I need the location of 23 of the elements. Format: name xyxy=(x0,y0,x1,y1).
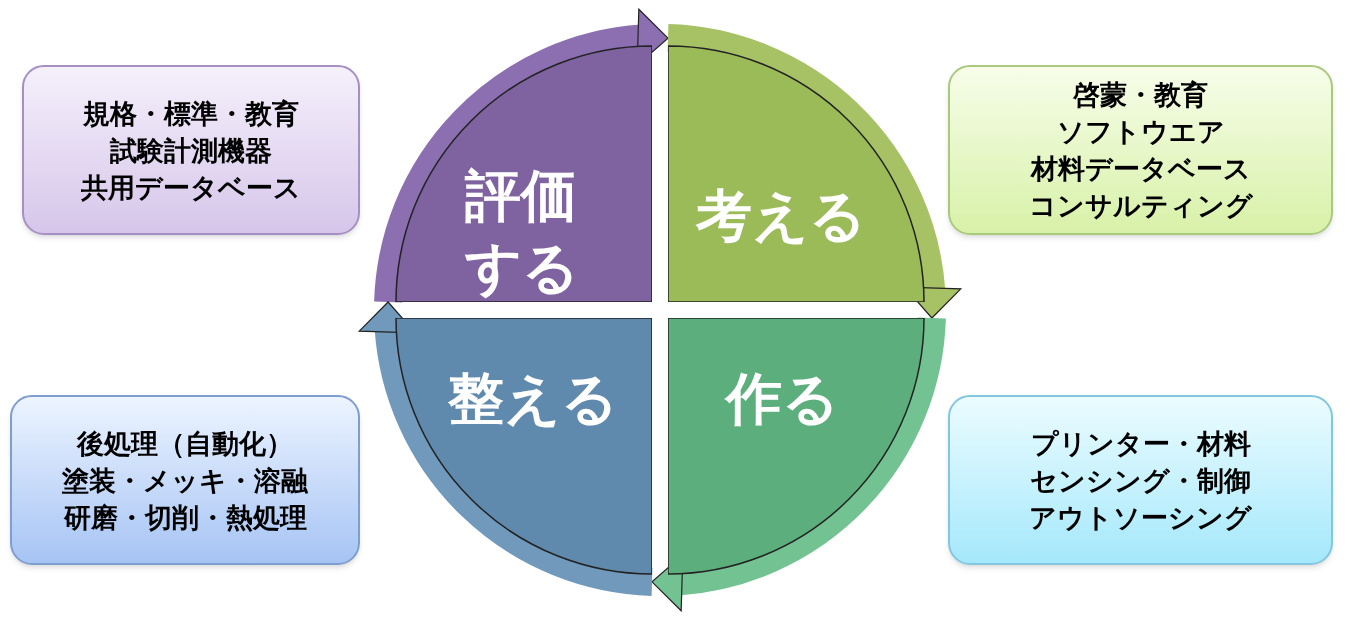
curved-arrow xyxy=(666,24,960,319)
rounded-box xyxy=(948,395,1333,565)
rounded-box xyxy=(948,65,1333,235)
item-text: 研磨・切削・熱処理 xyxy=(63,500,307,535)
stage-label: 作る xyxy=(726,365,839,433)
item-text: センシング・制御 xyxy=(1030,463,1251,498)
item-text: コンサルティング xyxy=(1028,189,1253,223)
rounded-box xyxy=(10,395,360,565)
item-text: 塗装・メッキ・溶融 xyxy=(62,463,308,498)
item-text: 試験計測機器 xyxy=(110,133,272,168)
rounded-box xyxy=(22,65,360,235)
item-text: 共用データベース xyxy=(81,170,301,205)
stage-label: 考える xyxy=(696,182,866,250)
item-text: プリンター・材料 xyxy=(1030,426,1251,461)
stage-label: 評価する xyxy=(465,162,580,302)
curved-arrow xyxy=(374,10,669,304)
item-text: 啓蒙・教育 xyxy=(1073,78,1208,112)
item-text: アウトソーシング xyxy=(1029,500,1252,535)
item-text: 規格・標準・教育 xyxy=(83,96,299,131)
item-text: 材料データベース xyxy=(1030,152,1251,186)
item-text: ソフトウエア xyxy=(1056,115,1225,149)
curved-arrow xyxy=(651,316,946,610)
item-text: 後処理（自動化） xyxy=(77,426,293,461)
